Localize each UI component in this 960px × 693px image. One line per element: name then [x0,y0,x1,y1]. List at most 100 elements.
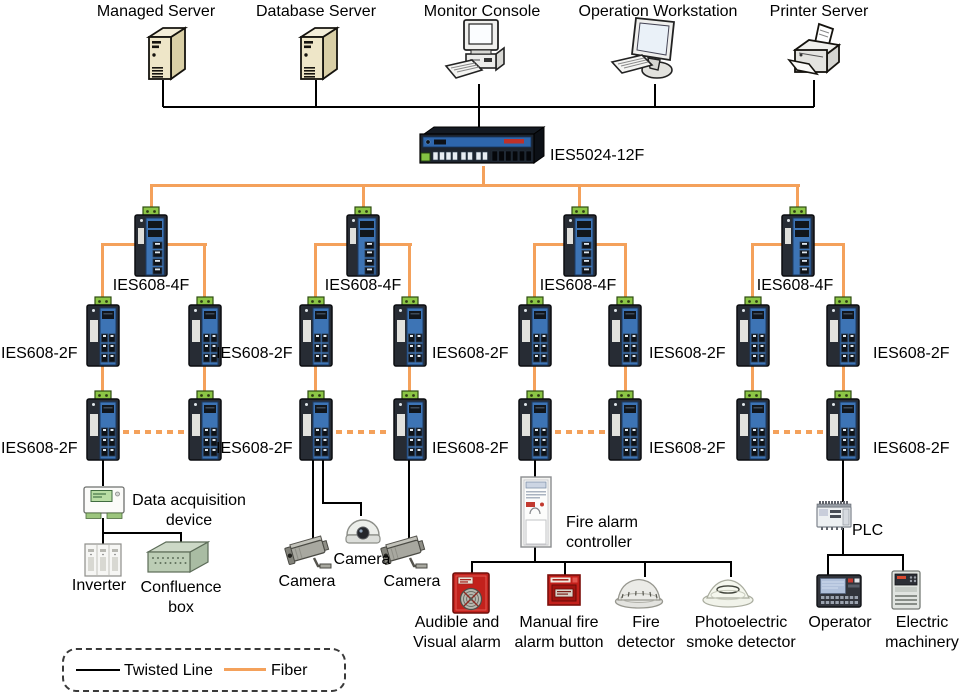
inverter-icon [84,543,122,577]
twisted-line [644,561,646,577]
plc-icon [815,500,853,530]
twisted-line [827,554,904,556]
plc-label: PLC [852,522,884,539]
branch-switch-icon [130,206,172,278]
twisted-drop-operation-workstation [654,84,656,107]
fire-detector-label: Fire detector [617,614,675,651]
twisted-line [102,456,104,486]
fiber-line [751,366,754,392]
edge-switch-icon [822,296,864,368]
fiber-line [814,243,845,246]
monitor-console-icon [444,18,512,84]
edge-switch-icon [732,390,774,462]
fiber-line-sample [224,668,266,671]
monitor-console-label: Monitor Console [423,3,541,20]
twisted-line [842,528,844,556]
edge-switch-icon [82,296,124,368]
database-server-icon [295,26,341,82]
branch-switch-label: IES608-4F [324,277,402,294]
fiber-branch2-drop [362,186,365,208]
twisted-line [534,546,536,563]
fire-detector-icon [614,575,664,609]
camera-label: Camera [333,551,391,568]
fiber-line [314,243,347,246]
fiber-line [624,366,627,392]
edge-switch-label: IES608-2F [216,345,293,362]
fiber-backbone-bus [150,184,800,187]
fiber-line [408,243,411,298]
fiber-line [751,243,754,298]
edge-switch-icon [389,390,431,462]
fiber-line [533,243,564,246]
data-acquisition-device-icon [83,486,125,520]
edge-switch-label: IES608-2F [873,440,950,457]
twisted-drop-monitor-console [478,84,480,130]
fiber-line [596,243,627,246]
legend-fiber-label: Fiber [271,662,308,679]
branch-switch-label: IES608-4F [756,277,834,294]
camera-icon [344,512,382,550]
twisted-line [534,456,536,478]
edge-switch-label: IES608-2F [432,440,509,457]
core-switch-icon [418,126,546,166]
printer-server-label: Printer Server [769,3,869,20]
twisted-line [102,518,104,534]
twisted-bus-top [163,106,814,108]
twisted-line-sample [76,669,120,671]
branch-switch-label: IES608-4F [112,277,190,294]
fiber-ring-dashed [336,430,390,434]
edge-switch-label: IES608-2F [649,440,726,457]
managed-server-icon [143,26,189,82]
edge-switch-label: IES608-2F [1,345,78,362]
fiber-ring-dashed [773,430,823,434]
electric-machinery-label: Electric machinery [885,614,959,651]
operator-label: Operator [808,614,872,631]
branch-switch-icon [342,206,384,278]
photoelectric-smoke-detector-icon [702,574,754,608]
edge-switch-icon [389,296,431,368]
audible-visual-alarm-label: Audible and Visual alarm [413,614,501,651]
edge-switch-icon [295,296,337,368]
operator-icon [816,574,862,608]
camera-label: Camera [383,573,441,590]
data-acquisition-device-label: Data acquisition device [132,492,246,529]
twisted-line [827,554,829,576]
edge-switch-icon [604,296,646,368]
photoelectric-smoke-detector-label: Photoelectric smoke detector [686,614,796,651]
fiber-line [379,243,412,246]
edge-switch-label: IES608-2F [649,345,726,362]
branch-switch-label: IES608-4F [539,277,617,294]
edge-switch-label: IES608-2F [1,440,78,457]
twisted-line [471,561,473,577]
fire-alarm-controller-icon [520,476,552,548]
twisted-line [322,456,324,504]
edge-switch-icon [82,390,124,462]
twisted-line [312,456,314,544]
fiber-line [203,243,206,298]
operation-workstation-label: Operation Workstation [578,3,738,20]
edge-switch-label: IES608-2F [216,440,293,457]
printer-server-icon [787,22,849,82]
twisted-line [102,532,182,534]
legend-twisted-line-label: Twisted Line [124,662,213,679]
fiber-line [314,243,317,298]
fiber-line [408,366,411,392]
branch-switch-icon [559,206,601,278]
fiber-line [314,366,317,392]
fiber-line [101,366,104,392]
camera-icon [284,534,332,572]
twisted-drop-database-server [315,80,317,107]
fire-alarm-controller-label: Fire alarm controller [566,514,639,551]
twisted-line [360,502,362,516]
twisted-line [322,502,362,504]
edge-switch-icon [514,390,556,462]
core-switch-label: IES5024-12F [550,147,645,164]
edge-switch-icon [732,296,774,368]
fiber-ring-dashed [123,430,185,434]
fiber-line [167,243,207,246]
fiber-line [533,366,536,392]
fiber-line [101,243,135,246]
fiber-core-drop [482,166,485,186]
confluence-box-icon [146,540,210,574]
